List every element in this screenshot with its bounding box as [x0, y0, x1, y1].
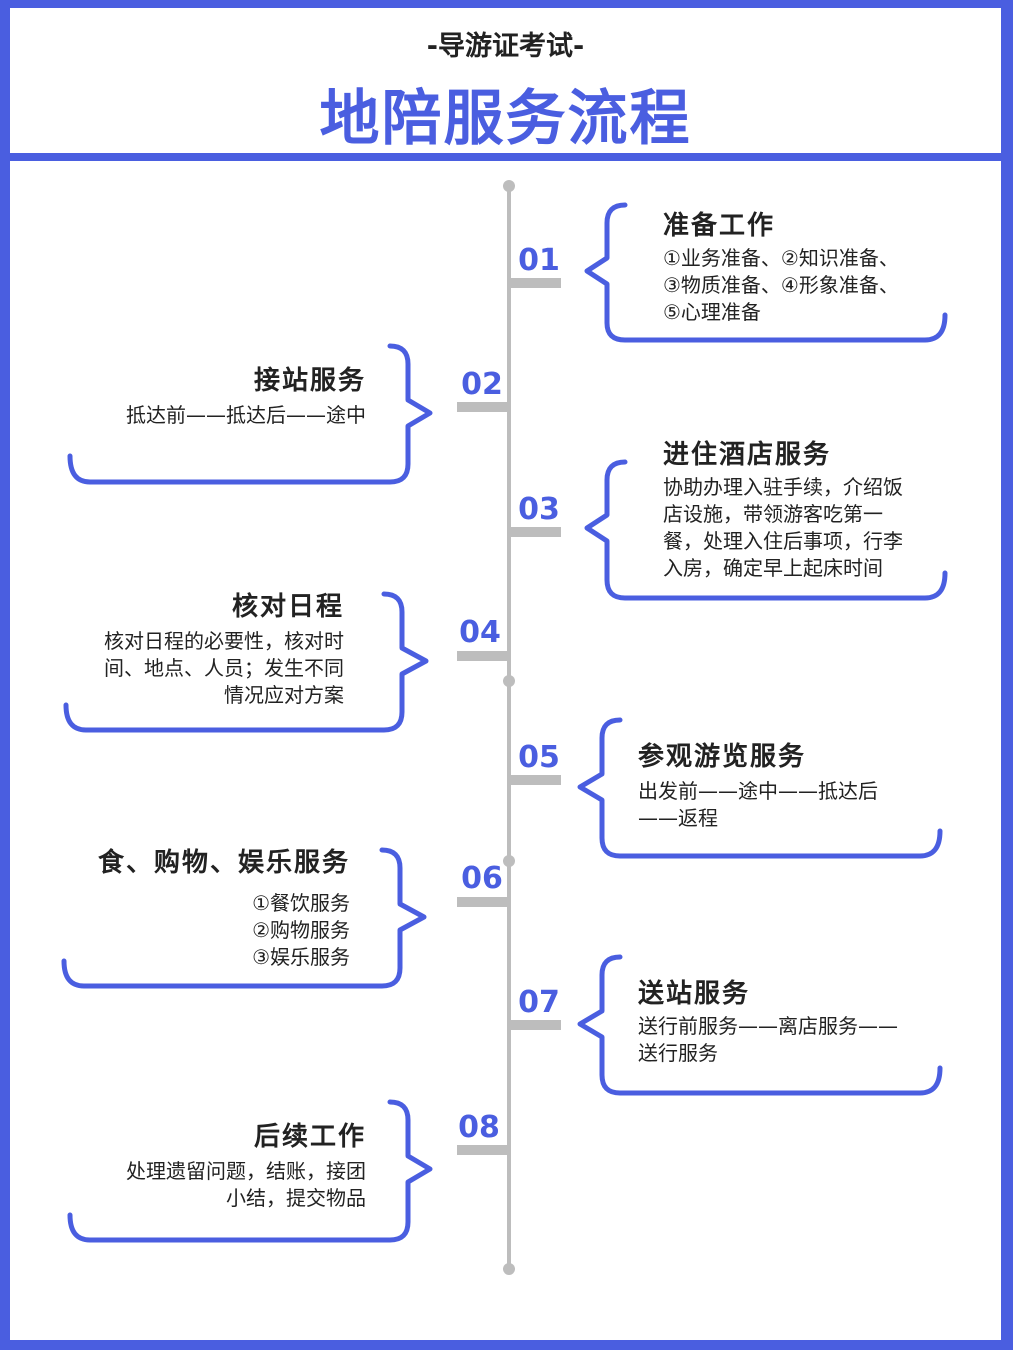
- step-card-07: 送站服务 送行前服务——离店服务—— 送行服务: [577, 954, 943, 1096]
- step-body-03: 协助办理入驻手续，介绍饭 店设施，带领游客吃第一 餐，处理入住后事项，行李 入房…: [663, 475, 903, 580]
- step-marker-05: [511, 775, 561, 785]
- step-card-08: 后续工作 处理遗留问题，结账，接团 小结，提交物品: [67, 1099, 433, 1243]
- bubble-outline: [63, 591, 429, 733]
- header-divider: [0, 153, 1013, 159]
- step-card-02: 接站服务 抵达前——抵达后——途中: [67, 343, 433, 485]
- step-marker-06: [457, 897, 507, 907]
- timeline-line: [507, 186, 511, 1270]
- bubble-outline: [67, 343, 433, 485]
- page-title: 地陪服务流程: [319, 84, 692, 154]
- step-card-04: 核对日程 核对日程的必要性，核对时 间、地点、人员；发生不同 情况应对方案: [63, 591, 429, 733]
- bubble-outline: [584, 459, 948, 601]
- step-number-02: 02: [461, 367, 503, 402]
- header-panel: -导游证考试- 地陪服务流程: [10, 8, 1001, 154]
- timeline-dot-top: [503, 180, 515, 192]
- step-title-02: 接站服务: [253, 366, 366, 396]
- step-title-01: 准备工作: [663, 211, 776, 241]
- timeline-dot-mid-1: [503, 675, 515, 687]
- step-marker-02: [457, 402, 507, 412]
- step-body-04: 核对日程的必要性，核对时 间、地点、人员；发生不同 情况应对方案: [104, 629, 344, 707]
- step-number-04: 04: [459, 615, 501, 650]
- step-marker-03: [511, 527, 561, 537]
- bubble-outline: [584, 202, 948, 343]
- step-number-01: 01: [518, 243, 560, 278]
- step-number-06: 06: [461, 861, 503, 896]
- step-title-04: 核对日程: [231, 592, 344, 622]
- step-body-08: 处理遗留问题，结账，接团 小结，提交物品: [126, 1159, 366, 1210]
- step-card-03: 进住酒店服务 协助办理入驻手续，介绍饭 店设施，带领游客吃第一 餐，处理入住后事…: [584, 440, 948, 601]
- bubble-outline: [67, 1099, 433, 1243]
- step-number-07: 07: [518, 985, 560, 1020]
- bubble-outline: [577, 717, 943, 859]
- step-body-02: 抵达前——抵达后——途中: [126, 403, 366, 427]
- step-body-06: ①餐饮服务 ②购物服务 ③娱乐服务: [252, 891, 350, 969]
- step-title-03: 进住酒店服务: [663, 440, 832, 470]
- step-marker-04: [457, 651, 507, 661]
- step-body-05: 出发前——途中——抵达后 ——返程: [638, 779, 878, 830]
- bubble-outline: [61, 847, 427, 989]
- bubble-outline: [577, 954, 943, 1096]
- step-marker-07: [511, 1020, 561, 1030]
- step-title-07: 送站服务: [638, 979, 751, 1009]
- main-panel: [10, 161, 1001, 1340]
- step-body-07: 送行前服务——离店服务—— 送行服务: [638, 1014, 898, 1065]
- step-title-06: 食、购物、娱乐服务: [97, 848, 350, 878]
- timeline-dot-bottom: [503, 1263, 515, 1275]
- step-title-05: 参观游览服务: [638, 742, 807, 772]
- subtitle: -导游证考试-: [426, 31, 585, 62]
- step-card-05: 参观游览服务 出发前——途中——抵达后 ——返程: [577, 717, 943, 859]
- step-card-06: 食、购物、娱乐服务 ①餐饮服务 ②购物服务 ③娱乐服务: [61, 847, 427, 989]
- timeline-dot-mid-2: [503, 855, 515, 867]
- step-body-01: ①业务准备、②知识准备、 ③物质准备、④形象准备、 ⑤心理准备: [663, 246, 899, 324]
- step-number-08: 08: [458, 1110, 500, 1145]
- step-number-03: 03: [518, 492, 560, 527]
- step-marker-01: [511, 278, 561, 288]
- step-marker-08: [457, 1145, 507, 1155]
- step-card-01: 准备工作 ①业务准备、②知识准备、 ③物质准备、④形象准备、 ⑤心理准备: [584, 202, 948, 343]
- step-title-08: 后续工作: [253, 1122, 366, 1152]
- step-number-05: 05: [518, 740, 560, 775]
